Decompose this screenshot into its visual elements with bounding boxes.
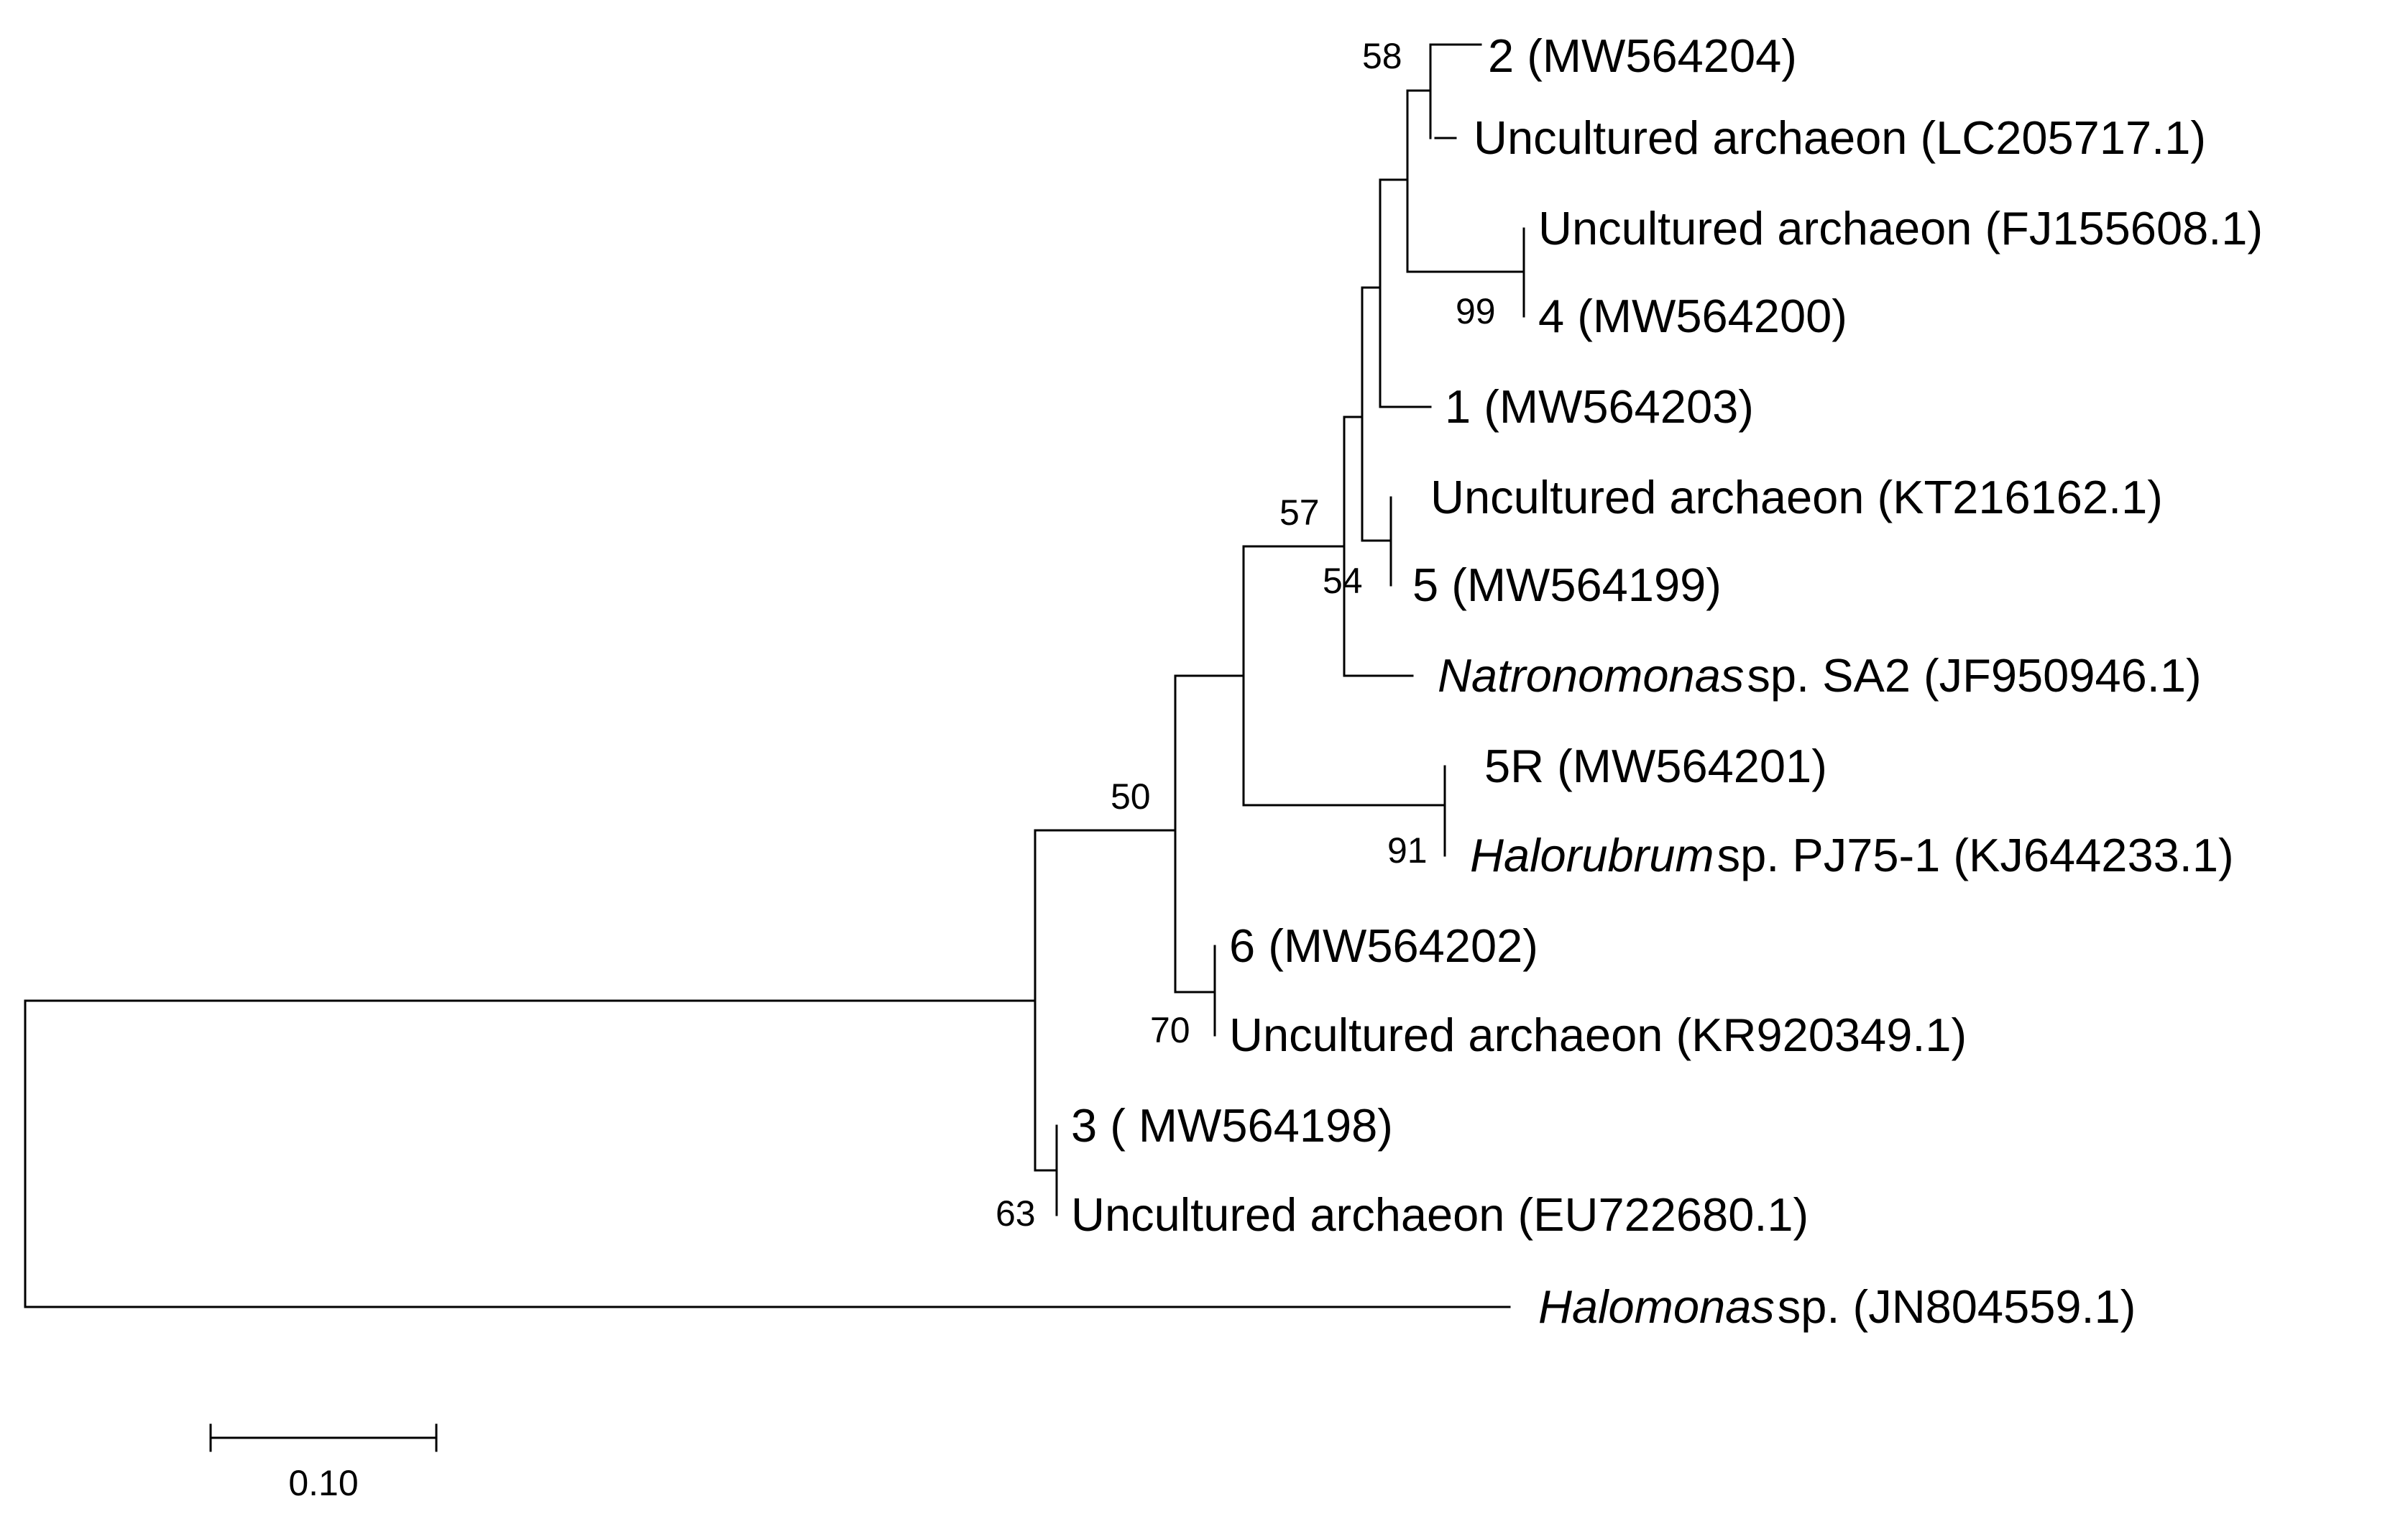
bootstrap-value: 91 bbox=[1387, 830, 1428, 871]
leaf-label: 5R (MW564201) bbox=[1484, 740, 1827, 792]
leaf-label: Uncultured archaeon (EU722680.1) bbox=[1071, 1188, 1809, 1241]
leaf-genus: Halomonas bbox=[1538, 1280, 1775, 1333]
leaf-label: Halorubrumsp. PJ75-1 (KJ644233.1) bbox=[1470, 829, 2234, 881]
bootstrap-value: 70 bbox=[1150, 1010, 1190, 1050]
bootstrap-value: 50 bbox=[1111, 776, 1151, 817]
bootstrap-value: 57 bbox=[1279, 492, 1320, 533]
bootstrap-value: 54 bbox=[1323, 561, 1363, 601]
leaf-text: Uncultured archaeon (LC205717.1) bbox=[1474, 111, 2206, 164]
leaf-label: 5 (MW564199) bbox=[1412, 559, 1722, 611]
leaf-text: sp. (JN804559.1) bbox=[1778, 1280, 2136, 1333]
leaf-label: Uncultured archaeon (FJ155608.1) bbox=[1538, 202, 2263, 254]
leaf-text: 2 (MW564204) bbox=[1488, 29, 1797, 82]
leaf-label: 6 (MW564202) bbox=[1229, 919, 1538, 972]
leaf-label: 1 (MW564203) bbox=[1445, 380, 1754, 433]
bootstrap-value: 58 bbox=[1362, 36, 1402, 76]
leaf-text: Uncultured archaeon (EU722680.1) bbox=[1071, 1188, 1809, 1241]
leaf-text: 5R (MW564201) bbox=[1484, 740, 1827, 792]
leaf-label: Uncultured archaeon (LC205717.1) bbox=[1474, 111, 2206, 164]
leaf-text: 3 ( MW564198) bbox=[1071, 1099, 1393, 1152]
leaf-text: 4 (MW564200) bbox=[1538, 290, 1847, 342]
leaf-text: sp. PJ75-1 (KJ644233.1) bbox=[1717, 829, 2234, 881]
leaf-label: 3 ( MW564198) bbox=[1071, 1099, 1393, 1152]
leaf-label: 4 (MW564200) bbox=[1538, 290, 1847, 342]
leaf-genus: Natronomonas bbox=[1438, 649, 1744, 702]
leaf-label: 2 (MW564204) bbox=[1488, 29, 1797, 82]
leaf-text: Uncultured archaeon (KT216162.1) bbox=[1430, 471, 2163, 523]
leaf-label: Halomonassp. (JN804559.1) bbox=[1538, 1280, 2136, 1333]
bootstrap-value: 63 bbox=[996, 1193, 1036, 1234]
leaf-label: Natronomonassp. SA2 (JF950946.1) bbox=[1438, 649, 2202, 702]
leaf-label: Uncultured archaeon (KR920349.1) bbox=[1229, 1009, 1967, 1061]
leaf-text: Uncultured archaeon (FJ155608.1) bbox=[1538, 202, 2263, 254]
leaf-text: 5 (MW564199) bbox=[1412, 559, 1722, 611]
leaf-text: 1 (MW564203) bbox=[1445, 380, 1754, 433]
scale-bar-label: 0.10 bbox=[288, 1463, 358, 1503]
leaf-text: Uncultured archaeon (KR920349.1) bbox=[1229, 1009, 1967, 1061]
leaf-text: sp. SA2 (JF950946.1) bbox=[1747, 649, 2201, 702]
leaf-label: Uncultured archaeon (KT216162.1) bbox=[1430, 471, 2163, 523]
leaf-text: 6 (MW564202) bbox=[1229, 919, 1538, 972]
leaf-genus: Halorubrum bbox=[1470, 829, 1714, 881]
bootstrap-value: 99 bbox=[1456, 291, 1496, 331]
